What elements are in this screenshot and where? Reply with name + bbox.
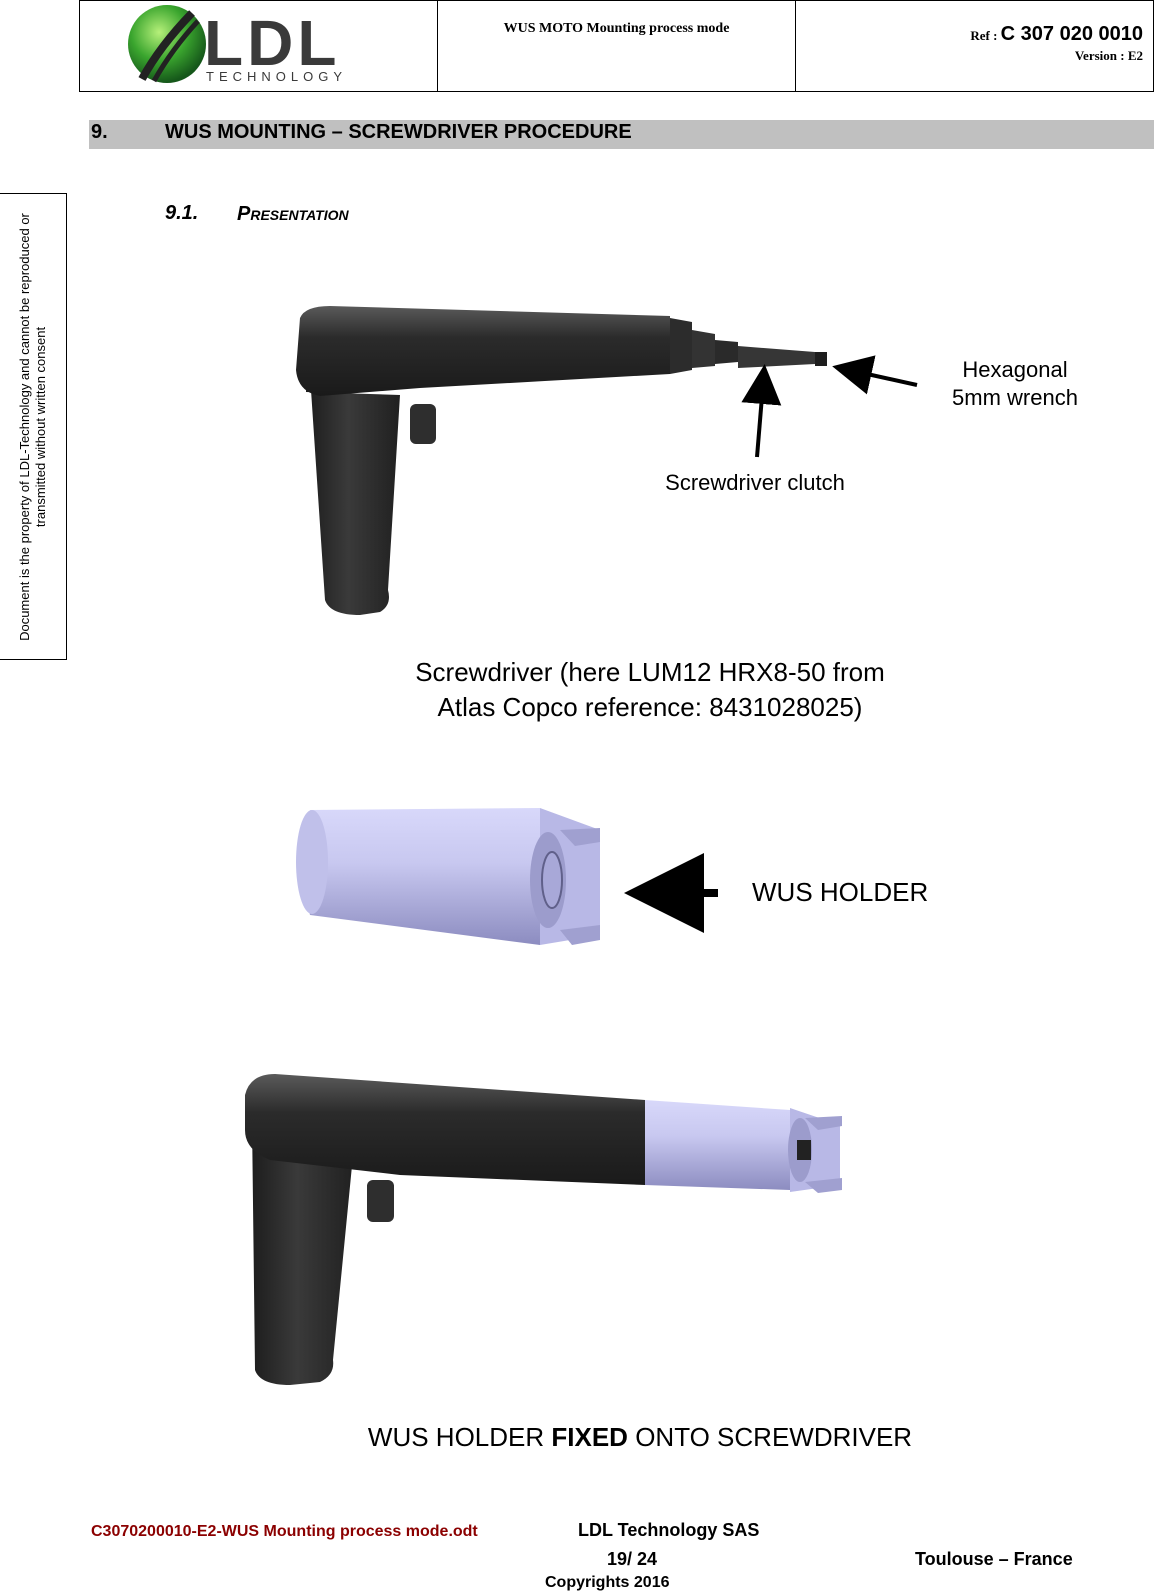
ref-value: C 307 020 0010 [1000,23,1143,45]
side-notice-box: Document is the property of LDL-Technolo… [0,193,67,660]
footer-company: LDL Technology SAS [578,1520,760,1540]
document-header: LDL TECHNOLOGY WUS MOTO Mounting process… [79,0,1154,92]
ref-line: Ref : C 307 020 0010 [796,23,1143,46]
figure3-caption-post: ONTO SCREWDRIVER [627,1422,913,1452]
ref-cell: Ref : C 307 020 0010 Version : E2 [796,1,1153,91]
footer-filename: C3070200010-E2-WUS Mounting process mode… [91,1523,478,1540]
subsection-title: PRESENTATION [237,203,349,226]
section-number: 9. [91,121,108,143]
section-title: WUS MOUNTING – SCREWDRIVER PROCEDURE [165,121,632,143]
section-bar [89,120,1154,149]
wus-holder-image [296,808,600,945]
subsection-number: 9.1. [165,202,199,224]
hex-label-line1: Hexagonal [962,357,1068,382]
doc-title: WUS MOTO Mounting process mode [503,21,730,36]
subsection-rest: RESENTATION [250,207,349,223]
hex-arrow [832,355,918,395]
logo-text: LDL [204,7,340,79]
footer-copyright: Copyrights 2016 [545,1574,670,1591]
logo-cell: LDL TECHNOLOGY [80,1,438,91]
screwdriver-image [296,306,827,615]
subsection-initial: P [237,203,251,225]
figure3-caption-pre: WUS HOLDER [367,1422,552,1452]
figure3-caption-bold: FIXED [551,1422,628,1452]
footer-page-number: 19/ 24 [607,1549,658,1569]
version: Version : E2 [1074,48,1143,63]
ref-label: Ref : [970,28,998,43]
clutch-label: Screwdriver clutch [665,470,845,495]
title-cell: WUS MOTO Mounting process mode [438,1,796,91]
wus-holder-label: WUS HOLDER [752,877,929,907]
logo-subtext: TECHNOLOGY [206,69,347,84]
figure3-caption: WUS HOLDER FIXED ONTO SCREWDRIVER [280,1422,1000,1453]
figure1-caption-line1: Screwdriver (here LUM12 HRX8-50 from [415,657,885,687]
ldl-logo: LDL TECHNOLOGY [128,5,347,84]
assembled-image [245,1074,842,1385]
clutch-arrow [741,364,782,458]
footer-city: Toulouse – France [915,1549,1073,1569]
hex-label-line2: 5mm wrench [952,385,1078,410]
figure1-caption-line2: Atlas Copco reference: 8431028025) [437,692,863,722]
